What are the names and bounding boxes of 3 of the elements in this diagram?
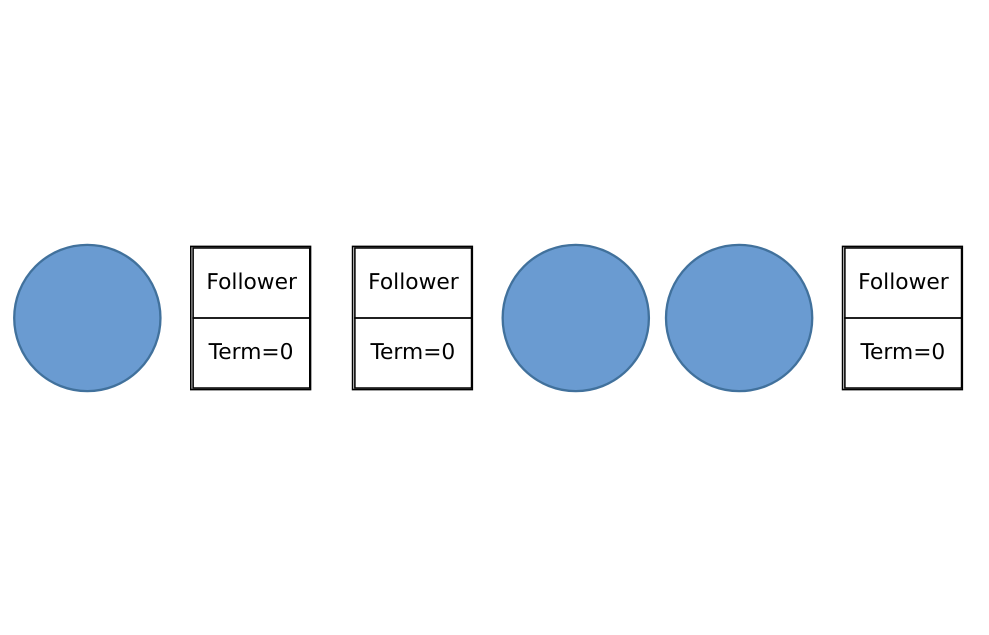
node-circle (664, 243, 814, 392)
node-circle (502, 243, 650, 392)
node-circle (13, 243, 162, 392)
